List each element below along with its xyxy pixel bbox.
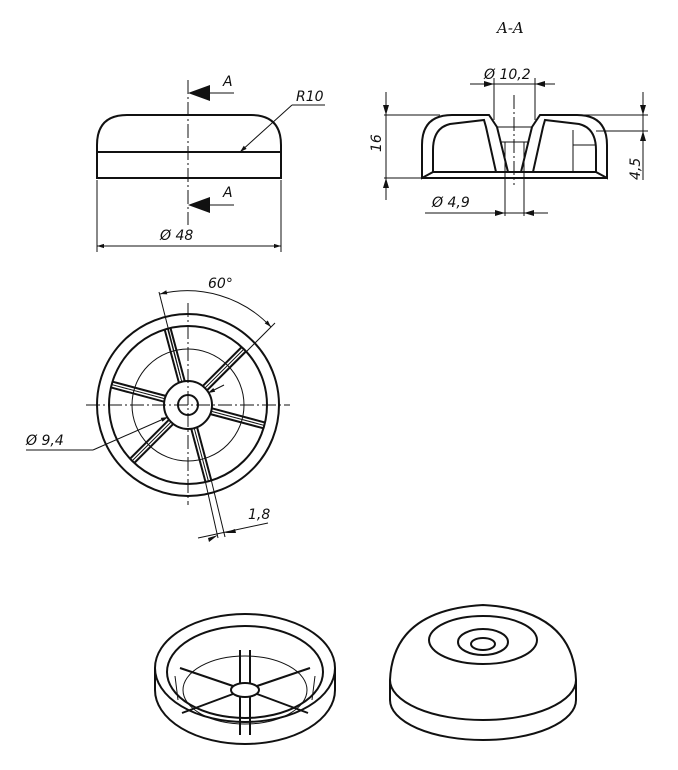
isometric-top-view: [389, 603, 577, 741]
hub-diameter-label: Ø 9,4: [25, 433, 64, 449]
top-diameter-label: Ø 10,2: [483, 67, 531, 83]
section-view: Ø 10,2 16 4,5 Ø 4,9: [369, 67, 648, 216]
section-title: A-A: [495, 19, 524, 37]
radius-label: R10: [296, 89, 324, 105]
rib-width-label: 1,8: [248, 507, 270, 523]
section-mark-top: A: [222, 74, 233, 90]
front-view: A A R10 Ø 48: [96, 74, 325, 252]
height-label: 16: [369, 134, 385, 152]
section-mark-bottom: A: [222, 185, 233, 201]
angle-label: 60°: [208, 276, 233, 292]
bottom-view: 60° Ø 9,4 1,8: [25, 276, 290, 542]
diameter-label: Ø 48: [159, 228, 193, 244]
hole-diameter-label: Ø 4,9: [431, 195, 470, 211]
depth-label: 4,5: [628, 158, 644, 180]
isometric-bottom-view: [154, 613, 336, 745]
